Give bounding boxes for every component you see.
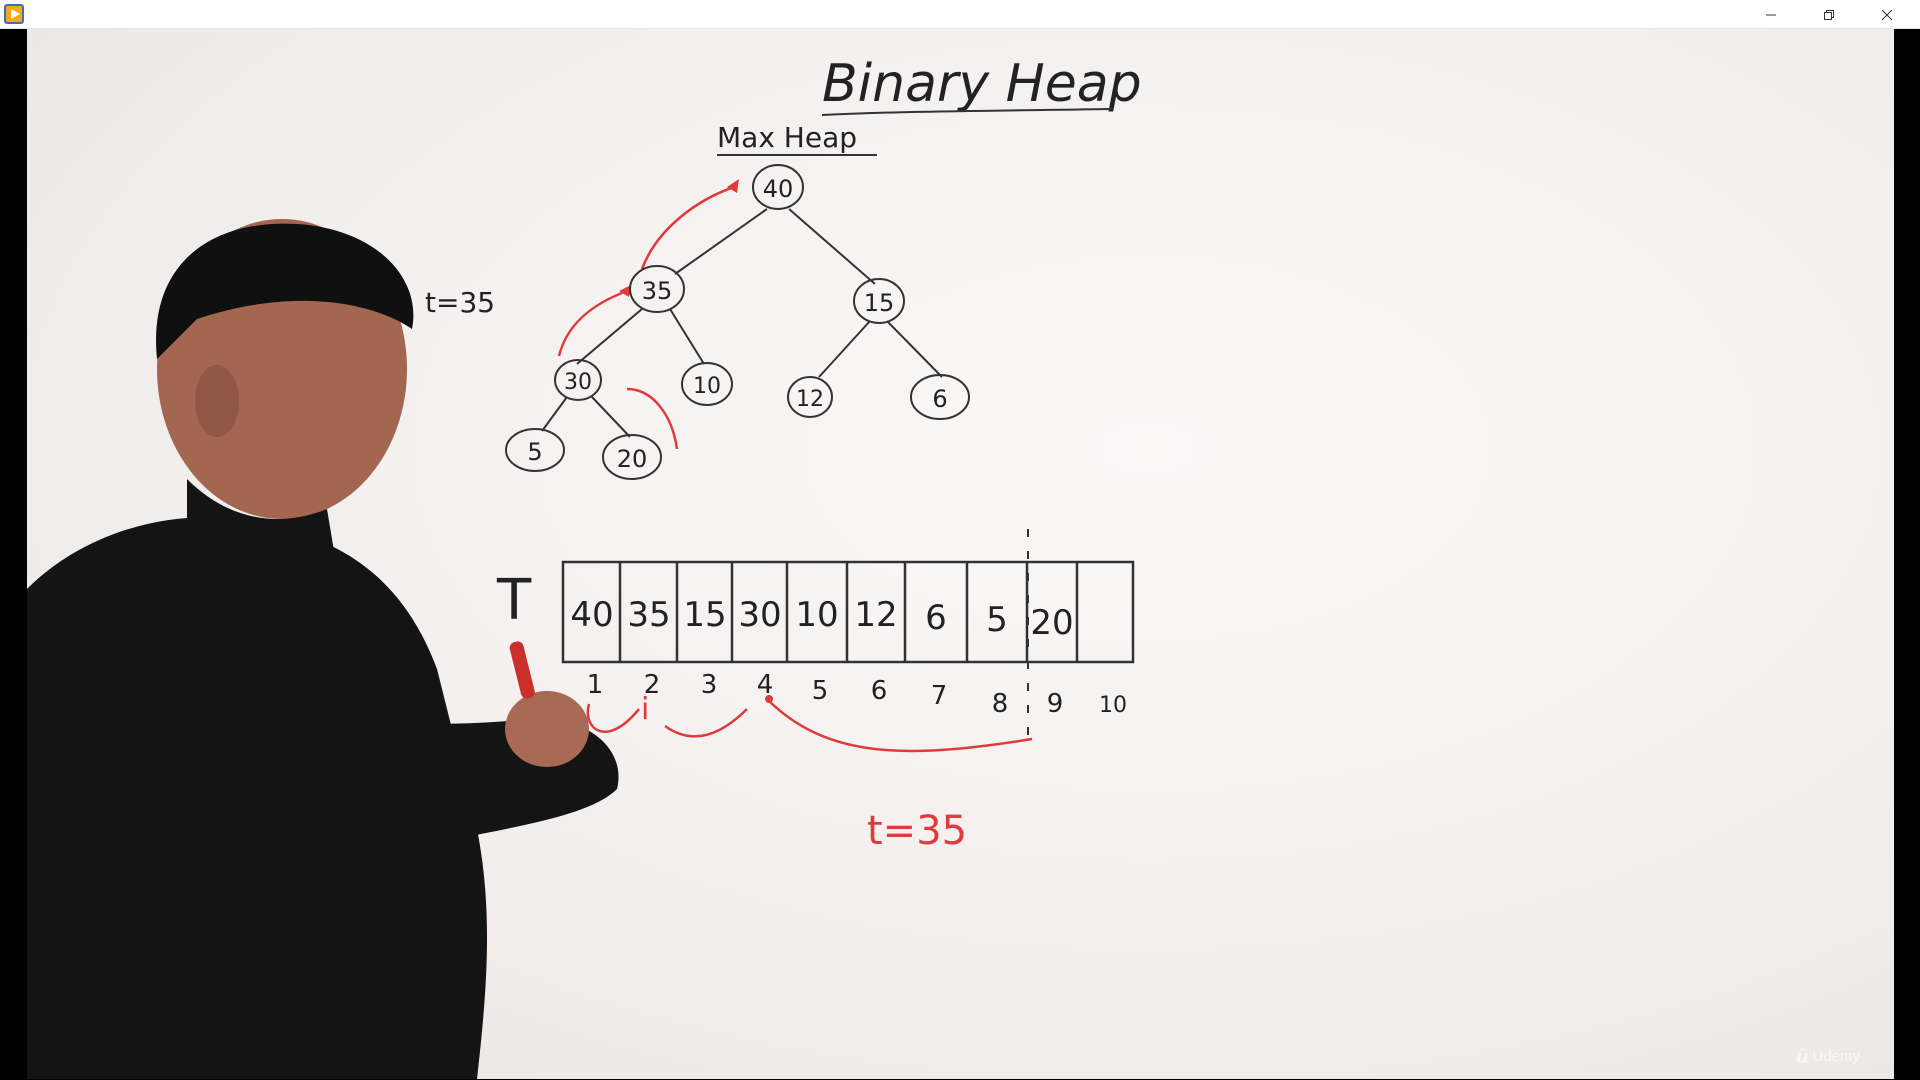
array-index: 6 [871, 676, 888, 706]
tree-edges [541, 208, 943, 438]
array-index: 9 [1047, 689, 1064, 719]
array-index: 7 [931, 681, 948, 711]
restore-button[interactable] [1800, 0, 1858, 29]
udemy-watermark: ü Udemy [1796, 1043, 1860, 1069]
array-index: 2 [644, 670, 661, 700]
tree-node: 10 [681, 362, 733, 406]
array-cell: 30 [738, 595, 781, 635]
svg-text:30: 30 [564, 370, 592, 395]
array-cell: 20 [1030, 603, 1073, 643]
array-index: 3 [701, 670, 718, 700]
array-index: 10 [1099, 693, 1127, 718]
svg-text:40: 40 [763, 175, 794, 203]
tree-node: 40 [752, 164, 804, 210]
svg-text:10: 10 [693, 374, 721, 399]
array-cell: 10 [795, 595, 838, 635]
udemy-brand-text: Udemy [1812, 1047, 1860, 1065]
temp-variable-bottom: t=35 [867, 808, 967, 854]
presenter [27, 219, 619, 1079]
minimize-icon [1766, 14, 1776, 15]
tree-node: 12 [787, 376, 833, 418]
array-index: 5 [812, 676, 829, 706]
video-player[interactable]: Binary Heap Max Heap t=35 [27, 29, 1894, 1079]
tree-node: 5 [505, 428, 565, 472]
minimize-button[interactable] [1742, 0, 1800, 29]
array-cell: 6 [925, 598, 947, 638]
heap-tree: 40 35 15 30 10 12 [505, 164, 970, 480]
array-index: 8 [992, 689, 1009, 719]
whiteboard: Binary Heap Max Heap t=35 [27, 54, 1142, 1079]
array-indices: 1 2 3 4 5 6 7 8 9 10 [587, 670, 1127, 719]
restore-icon [1824, 9, 1834, 20]
svg-text:5: 5 [527, 438, 542, 466]
tree-node: 35 [629, 265, 685, 313]
tree-node: 6 [910, 374, 970, 420]
array-cell: 12 [854, 595, 897, 635]
svg-text:12: 12 [796, 387, 824, 412]
udemy-logo-icon: ü [1796, 1043, 1809, 1068]
board-title: Binary Heap [822, 54, 1142, 114]
tree-node: 15 [853, 278, 905, 324]
array-index: 1 [587, 670, 604, 700]
close-button[interactable] [1858, 0, 1916, 29]
temp-variable-left: t=35 [425, 286, 495, 319]
array-label: T [496, 568, 532, 633]
tree-node: 30 [554, 359, 602, 401]
array-index: 4 [757, 670, 774, 700]
array-cell: 15 [683, 595, 726, 635]
window-titlebar [0, 0, 1920, 29]
svg-text:6: 6 [932, 385, 947, 413]
cursor-i-label: i [641, 692, 649, 727]
swap-arrows [557, 184, 1033, 753]
play-icon[interactable] [4, 4, 24, 24]
svg-text:35: 35 [642, 277, 673, 305]
svg-text:15: 15 [864, 289, 895, 317]
array-cell: 5 [986, 600, 1008, 640]
svg-text:20: 20 [617, 445, 648, 473]
heap-array: 40 35 15 30 10 12 6 5 20 [561, 560, 1135, 664]
board-subtitle: Max Heap [717, 121, 857, 154]
close-icon [1881, 9, 1893, 20]
array-cell: 40 [570, 595, 613, 635]
tree-node: 20 [602, 434, 662, 480]
array-cell: 35 [627, 595, 670, 635]
